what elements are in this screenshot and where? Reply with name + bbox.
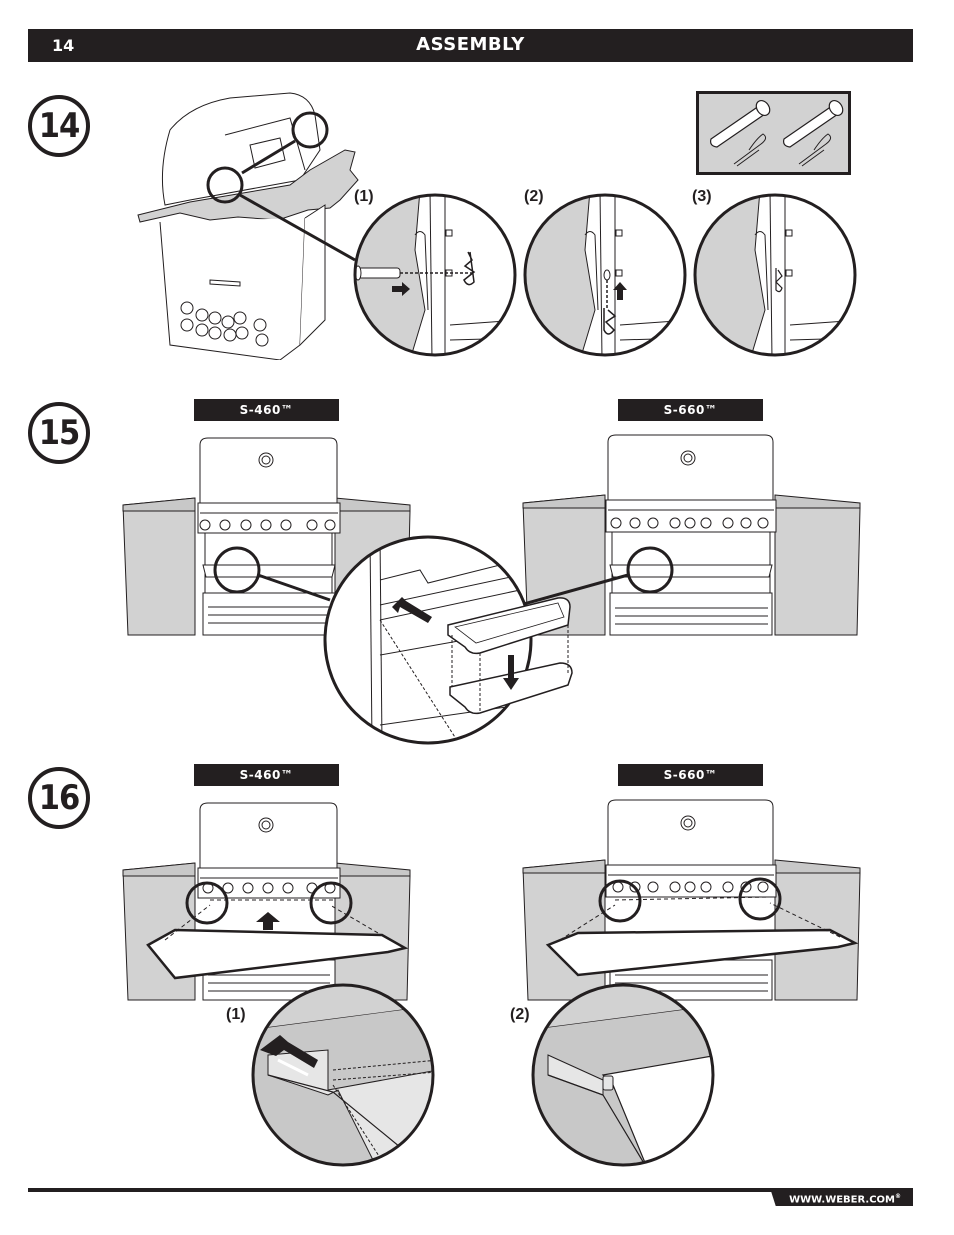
grill-s460-front-illustration (122, 437, 411, 636)
hardware-parts-box (696, 91, 851, 175)
hitch-pin-icon (783, 99, 844, 148)
grill-s460-grease-tray-illustration (122, 802, 411, 1001)
detail-circle-drip-tray-liner (323, 535, 573, 745)
sub-step-label-2: (2) (510, 1006, 530, 1023)
header-bar: 14 ASSEMBLY (28, 29, 913, 62)
grill-s660-grease-tray-illustration (522, 799, 861, 1001)
hair-pin-clip-icon (733, 133, 767, 167)
grill-island-isometric-illustration (137, 92, 359, 360)
sub-step-label-1: (1) (354, 188, 374, 205)
step-number-16: 16 (28, 767, 90, 829)
registered-mark: ® (895, 1193, 901, 1200)
detail-circle-insert-pin (353, 193, 517, 357)
model-tag-s660: S-660™ (618, 399, 763, 421)
grill-s660-front-illustration (520, 434, 861, 636)
step-number-15: 15 (28, 402, 90, 464)
page-number: 14 (52, 36, 75, 55)
section-title: ASSEMBLY (416, 34, 525, 55)
hair-pin-clip-icon (798, 133, 832, 167)
footer-website-tag: WWW.WEBER.COM® (770, 1188, 913, 1206)
detail-circle-insert-clip (523, 193, 687, 357)
detail-circle-pin-secured (693, 193, 857, 357)
model-tag-s460: S-460™ (194, 399, 339, 421)
sub-step-label-2: (2) (524, 188, 544, 205)
footer-rule (28, 1188, 913, 1192)
step-number-14: 14 (28, 95, 90, 157)
model-tag-s660: S-660™ (618, 764, 763, 786)
detail-circle-tray-hook-seated (531, 983, 715, 1167)
sub-step-label-3: (3) (692, 188, 712, 205)
model-tag-s460: S-460™ (194, 764, 339, 786)
hitch-pin-icon (710, 99, 771, 148)
website-link[interactable]: WWW.WEBER.COM (789, 1194, 895, 1206)
detail-circle-tray-hook-insert (251, 983, 435, 1167)
sub-step-label-1: (1) (226, 1006, 246, 1023)
